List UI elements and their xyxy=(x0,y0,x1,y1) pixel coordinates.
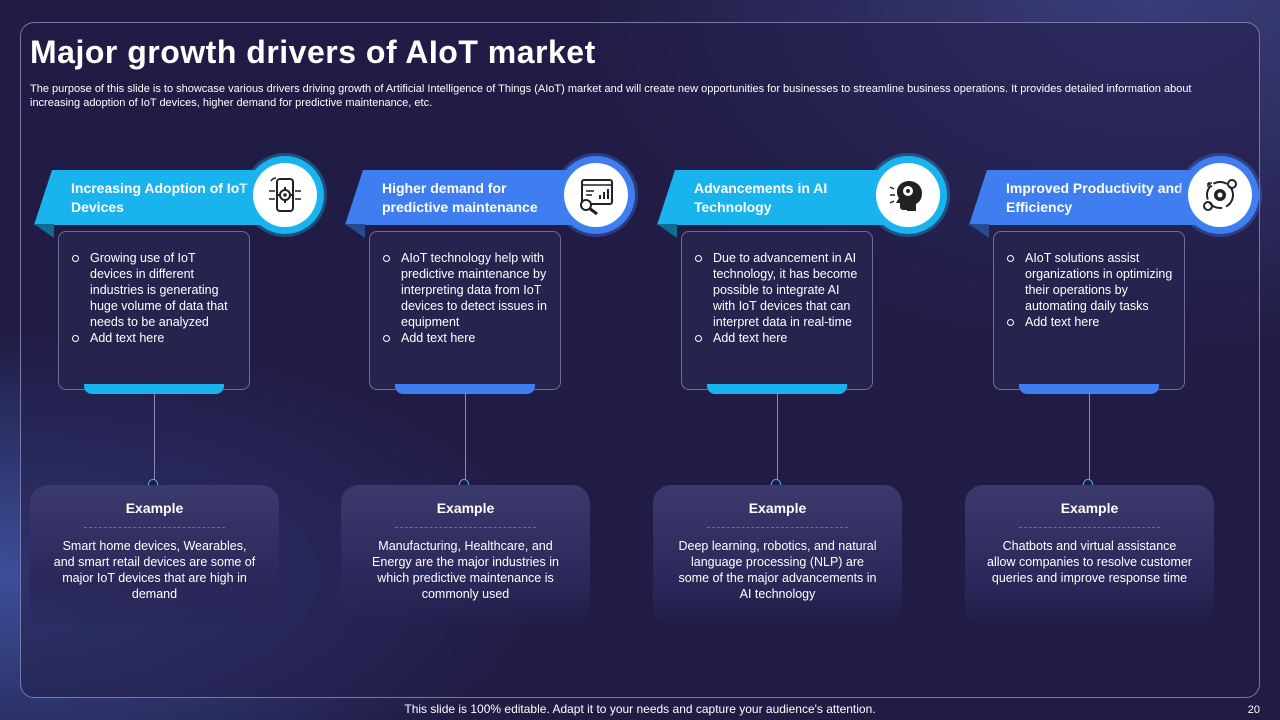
connector-line xyxy=(777,392,778,480)
driver-heading: Advancements in AI Technology xyxy=(694,180,828,215)
example-text: Manufacturing, Healthcare, and Energy ar… xyxy=(372,539,559,601)
bullet-item[interactable]: Add text here xyxy=(692,330,862,346)
example-card xyxy=(653,485,902,625)
example-card xyxy=(965,485,1214,625)
driver-column-1: Increasing Adoption of IoT Devices Growi… xyxy=(0,0,324,720)
page-number: 20 xyxy=(1247,704,1260,716)
example-text: Deep learning, robotics, and natural lan… xyxy=(678,539,877,601)
driver-heading: Higher demand for predictive maintenance xyxy=(382,180,538,215)
driver-banner xyxy=(969,170,1211,225)
slide-description: The purpose of this slide is to showcase… xyxy=(30,83,1192,109)
example-separator xyxy=(1019,527,1160,528)
bullet-item[interactable]: Add text here xyxy=(1004,314,1174,330)
bullet-item: Growing use of IoT devices in different … xyxy=(69,250,239,330)
card-accent-bar xyxy=(395,384,535,394)
card-accent-bar xyxy=(84,384,224,394)
example-title: Example xyxy=(1060,500,1119,516)
driver-banner xyxy=(657,170,899,225)
driver-column-3: Advancements in AI Technology Due to adv… xyxy=(623,0,947,720)
connector-line xyxy=(1089,392,1090,480)
driver-column-4: Improved Productivity and Efficiency AIo… xyxy=(935,0,1259,720)
card-accent-bar xyxy=(1019,384,1159,394)
driver-description-card: Due to advancement in AI technology, it … xyxy=(681,231,873,390)
connector-line xyxy=(154,392,155,480)
driver-banner xyxy=(345,170,587,225)
example-separator xyxy=(707,527,848,528)
driver-banner xyxy=(34,170,276,225)
smartphone-gear-icon xyxy=(253,163,317,227)
driver-description-card: AIoT solutions assist organizations in o… xyxy=(993,231,1185,390)
example-card xyxy=(30,485,279,625)
banner-fold xyxy=(34,224,54,238)
driver-heading: Improved Productivity and Efficiency xyxy=(1006,180,1183,215)
driver-heading: Increasing Adoption of IoT Devices xyxy=(71,180,248,215)
driver-description-card: AIoT technology help with predictive mai… xyxy=(369,231,561,390)
driver-column-2: Higher demand for predictive maintenance… xyxy=(311,0,635,720)
slide-title: Major growth drivers of AIoT market xyxy=(30,34,596,70)
bullet-item[interactable]: Add text here xyxy=(380,330,550,346)
example-title: Example xyxy=(125,500,184,516)
bullet-item: AIoT solutions assist organizations in o… xyxy=(1004,250,1174,314)
maintenance-chart-icon xyxy=(564,163,628,227)
example-title: Example xyxy=(436,500,495,516)
banner-fold xyxy=(345,224,365,238)
card-accent-bar xyxy=(707,384,847,394)
example-separator xyxy=(84,527,225,528)
banner-fold xyxy=(969,224,989,238)
driver-description-card: Growing use of IoT devices in different … xyxy=(58,231,250,390)
example-separator xyxy=(395,527,536,528)
bullet-item: AIoT technology help with predictive mai… xyxy=(380,250,550,330)
slide-footer: This slide is 100% editable. Adapt it to… xyxy=(404,702,876,716)
example-text: Chatbots and virtual assistance allow co… xyxy=(987,539,1192,585)
bullet-item: Due to advancement in AI technology, it … xyxy=(692,250,862,330)
example-text: Smart home devices, Wearables, and smart… xyxy=(53,539,256,601)
banner-fold xyxy=(657,224,677,238)
example-card xyxy=(341,485,590,625)
bullet-item[interactable]: Add text here xyxy=(69,330,239,346)
ai-head-icon xyxy=(876,163,940,227)
productivity-gears-icon xyxy=(1188,163,1252,227)
connector-line xyxy=(465,392,466,480)
example-title: Example xyxy=(748,500,807,516)
